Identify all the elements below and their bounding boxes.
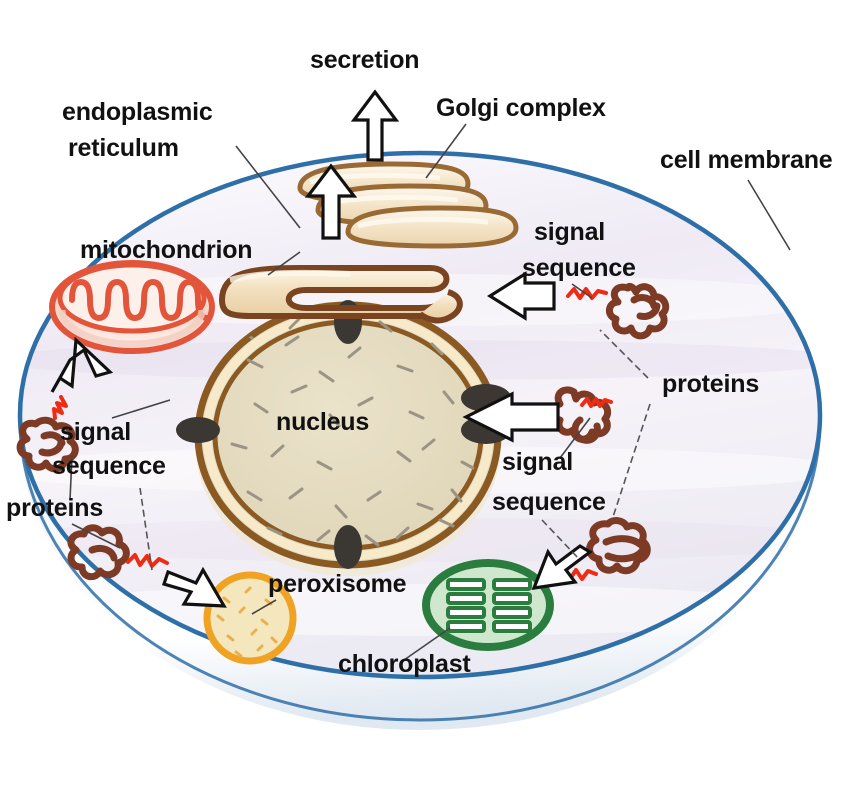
mitochondrion-cristae bbox=[69, 278, 210, 322]
peroxisome-arrow[interactable] bbox=[161, 566, 227, 608]
chloroplast-organelle[interactable] bbox=[422, 559, 554, 651]
leader-proteins-r-lower bbox=[611, 403, 651, 521]
label-chloroplast: chloroplast bbox=[338, 650, 471, 678]
leader-signal-l bbox=[111, 399, 171, 419]
peroxisome-matrix bbox=[216, 586, 278, 658]
label-sequence-bottom-right: sequence bbox=[492, 488, 606, 516]
leader-proteins-l-upper bbox=[69, 455, 73, 501]
leader-signal-br bbox=[559, 417, 591, 459]
label-golgi-complex: Golgi complex bbox=[436, 94, 606, 122]
mitochondrion-organelle[interactable] bbox=[49, 260, 215, 354]
leader-golgi bbox=[425, 123, 467, 179]
label-signal-top-right: signal bbox=[534, 218, 605, 246]
chromatin bbox=[230, 316, 475, 547]
label-sequence-left: sequence bbox=[52, 452, 166, 480]
signal-sequence-er bbox=[566, 287, 608, 300]
arrows bbox=[50, 89, 593, 608]
label-endoplasmic: endoplasmic bbox=[62, 98, 213, 126]
golgi-arrow[interactable] bbox=[304, 163, 358, 240]
chloroplast-envelope bbox=[422, 559, 554, 651]
signal-sequence-mitochondrion bbox=[52, 395, 68, 420]
label-proteins-right: proteins bbox=[662, 370, 759, 398]
secretion-arrow[interactable] bbox=[350, 89, 400, 162]
leader-chloroplast bbox=[403, 627, 451, 661]
leader-signal-sequence-l bbox=[139, 487, 153, 571]
chloroplast-grana bbox=[446, 578, 532, 633]
er-right-lobe bbox=[418, 289, 463, 324]
cell-body-bottom-edge bbox=[18, 419, 822, 722]
nuclear-pore-bottom bbox=[334, 525, 362, 569]
label-proteins-left: proteins bbox=[6, 494, 103, 522]
signal-sequence-nucleus bbox=[580, 397, 613, 408]
peroxisome-organelle[interactable] bbox=[203, 571, 297, 665]
nuclear-pore-left bbox=[176, 417, 220, 443]
label-reticulum: reticulum bbox=[68, 134, 179, 162]
protein-peroxisome[interactable] bbox=[67, 524, 169, 581]
label-mitochondrion: mitochondrion bbox=[80, 236, 252, 264]
label-nucleus: nucleus bbox=[276, 408, 369, 436]
nucleus-arrow[interactable] bbox=[462, 391, 560, 443]
leader-mitochondrion bbox=[267, 251, 301, 276]
er-tube bbox=[219, 265, 458, 320]
leader-endoplasmic-reticulum bbox=[235, 145, 301, 229]
protein-mitochondrion[interactable] bbox=[16, 395, 79, 473]
label-sequence-top-right: sequence bbox=[522, 254, 636, 282]
mitochondrion-arrow[interactable] bbox=[50, 336, 114, 393]
label-peroxisome: peroxisome bbox=[268, 570, 407, 598]
endoplasmic-reticulum-organelle[interactable] bbox=[219, 265, 463, 324]
text-labels: secretion endoplasmic reticulum Golgi co… bbox=[6, 46, 833, 678]
leader-peroxisome bbox=[251, 599, 277, 615]
leader-cell-membrane bbox=[747, 179, 791, 251]
protein-chloroplast[interactable] bbox=[556, 517, 651, 581]
label-signal-left: signal bbox=[60, 418, 131, 446]
golgi-complex-organelle[interactable] bbox=[297, 161, 519, 249]
label-signal-bottom-right: signal bbox=[502, 448, 573, 476]
leader-signal-sequence-br bbox=[541, 519, 581, 561]
signal-sequence-peroxisome bbox=[126, 553, 169, 568]
leader-proteins-l bbox=[71, 523, 121, 549]
label-secretion: secretion bbox=[310, 46, 419, 74]
label-cell-membrane: cell membrane bbox=[660, 146, 833, 174]
leader-proteins-r-upper bbox=[599, 329, 649, 379]
protein-er[interactable] bbox=[566, 282, 670, 340]
nucleus-organelle[interactable] bbox=[176, 300, 511, 576]
er-arrow[interactable] bbox=[486, 271, 556, 321]
cell-membrane-outline[interactable] bbox=[17, 150, 823, 680]
leader-signal-tr bbox=[571, 283, 593, 299]
er-highlight bbox=[229, 269, 351, 283]
leader-lines bbox=[69, 123, 791, 661]
golgi-cisterna-3 bbox=[345, 205, 519, 249]
